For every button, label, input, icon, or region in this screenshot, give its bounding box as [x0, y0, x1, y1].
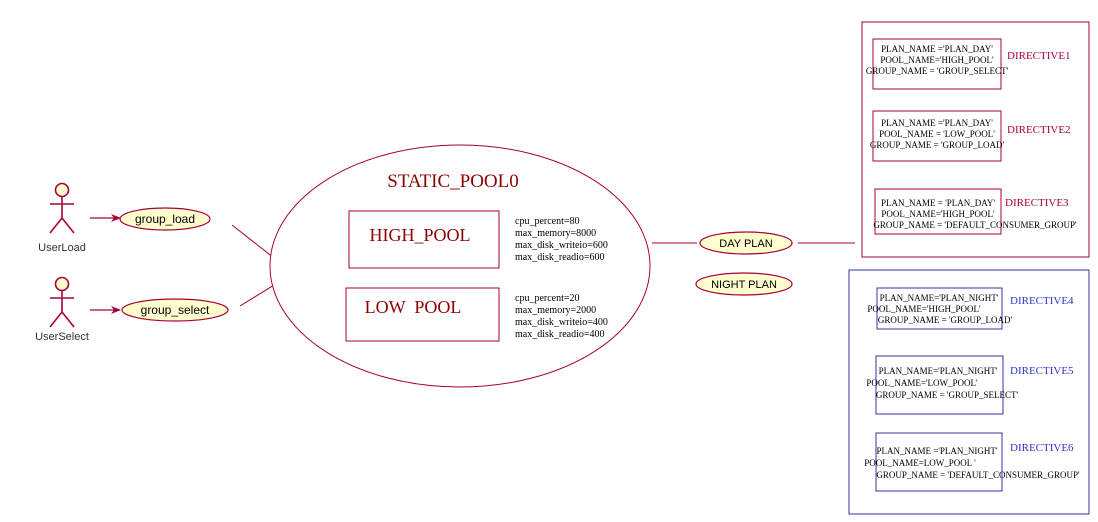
- high-pool-name: HIGH_POOL: [370, 225, 471, 245]
- directive-1-line: POOL_NAME='HIGH_POOL': [880, 55, 994, 65]
- directive-3-line: POOL_NAME='HIGH_POOL': [881, 209, 995, 219]
- high-pool: HIGH_POOL cpu_percent=80 max_memory=8000…: [348, 210, 608, 269]
- directive-6-line: POOL_NAME=LOW_POOL ': [864, 458, 976, 468]
- actor-userselect: UserSelect: [35, 276, 89, 343]
- usecase-group-select-label: group_select: [141, 303, 210, 317]
- low-pool-name: LOW POOL: [365, 297, 462, 317]
- directive-4-line: GROUP_NAME = 'GROUP_LOAD': [878, 315, 1013, 325]
- directive-3: PLAN_NAME = 'PLAN_DAY' POOL_NAME='HIGH_P…: [873, 188, 1077, 235]
- low-pool-param: max_memory=2000: [515, 305, 596, 316]
- directive-2-line: GROUP_NAME = 'GROUP_LOAD': [870, 140, 1005, 150]
- directive-1-label: DIRECTIVE1: [1007, 50, 1071, 62]
- actor-userload-label: UserLoad: [38, 242, 86, 254]
- directive-1-line: GROUP_NAME = 'GROUP_SELECT': [866, 66, 1009, 76]
- high-pool-param: max_disk_readio=600: [515, 252, 605, 263]
- directive-2: PLAN_NAME ='PLAN_DAY' POOL_NAME = 'LOW_P…: [870, 110, 1071, 162]
- low-pool-param: max_disk_writeio=400: [515, 317, 608, 328]
- directive-5-line: PLAN_NAME='PLAN_NIGHT': [879, 366, 998, 376]
- directive-2-label: DIRECTIVE2: [1007, 124, 1071, 136]
- static-pool-title: STATIC_POOL0: [387, 171, 519, 192]
- directive-3-line: GROUP_NAME = 'DEFAULT_CONSUMER_GROUP': [873, 220, 1077, 230]
- high-pool-param: max_memory=8000: [515, 228, 596, 239]
- directive-2-line: POOL_NAME = 'LOW_POOL': [879, 129, 995, 139]
- stick-figure-icon: [49, 276, 75, 328]
- directive-5-line: GROUP_NAME = 'GROUP_SELECT': [876, 390, 1019, 400]
- directive-5-line: POOL_NAME='LOW_POOL': [866, 378, 978, 388]
- usecase-group-select[interactable]: group_select: [121, 298, 229, 322]
- high-pool-param: cpu_percent=80: [515, 216, 580, 227]
- directive-3-label: DIRECTIVE3: [1005, 197, 1069, 209]
- directive-4-label: DIRECTIVE4: [1010, 295, 1074, 307]
- low-pool-param: cpu_percent=20: [515, 293, 580, 304]
- low-pool: LOW POOL cpu_percent=20 max_memory=2000 …: [345, 287, 608, 342]
- usecase-group-load-label: group_load: [135, 212, 195, 226]
- directive-2-line: PLAN_NAME ='PLAN_DAY': [881, 118, 993, 128]
- low-pool-box: [345, 287, 500, 342]
- usecase-day-plan-label: DAY PLAN: [719, 238, 772, 250]
- actor-userload: UserLoad: [38, 182, 86, 254]
- directive-4: PLAN_NAME='PLAN_NIGHT' POOL_NAME='HIGH_P…: [867, 287, 1074, 330]
- actor-userselect-label: UserSelect: [35, 331, 89, 343]
- usecase-night-plan[interactable]: NIGHT PLAN: [695, 272, 793, 296]
- usecase-group-load[interactable]: group_load: [119, 207, 211, 231]
- usecase-day-plan[interactable]: DAY PLAN: [699, 231, 793, 255]
- directive-5-label: DIRECTIVE5: [1010, 365, 1074, 377]
- high-pool-box: [348, 210, 500, 269]
- high-pool-param: max_disk_writeio=600: [515, 240, 608, 251]
- directive-4-line: PLAN_NAME='PLAN_NIGHT': [880, 293, 999, 303]
- directive-6: PLAN_NAME ='PLAN_NIGHT' POOL_NAME=LOW_PO…: [864, 432, 1080, 492]
- directive-6-line: GROUP_NAME = 'DEFAULT_CONSUMER_GROUP': [876, 470, 1080, 480]
- usecase-night-plan-label: NIGHT PLAN: [711, 279, 777, 291]
- directive-6-line: PLAN_NAME ='PLAN_NIGHT': [876, 446, 997, 456]
- stick-figure-icon: [49, 182, 75, 234]
- low-pool-param: max_disk_readio=400: [515, 329, 605, 340]
- directive-4-line: POOL_NAME='HIGH_POOL': [867, 304, 981, 314]
- directive-6-label: DIRECTIVE6: [1010, 442, 1074, 454]
- directive-1: PLAN_NAME ='PLAN_DAY' POOL_NAME='HIGH_PO…: [866, 38, 1071, 90]
- directive-5: PLAN_NAME='PLAN_NIGHT' POOL_NAME='LOW_PO…: [866, 355, 1074, 415]
- directive-1-line: PLAN_NAME ='PLAN_DAY': [881, 44, 993, 54]
- directive-3-line: PLAN_NAME = 'PLAN_DAY': [881, 198, 995, 208]
